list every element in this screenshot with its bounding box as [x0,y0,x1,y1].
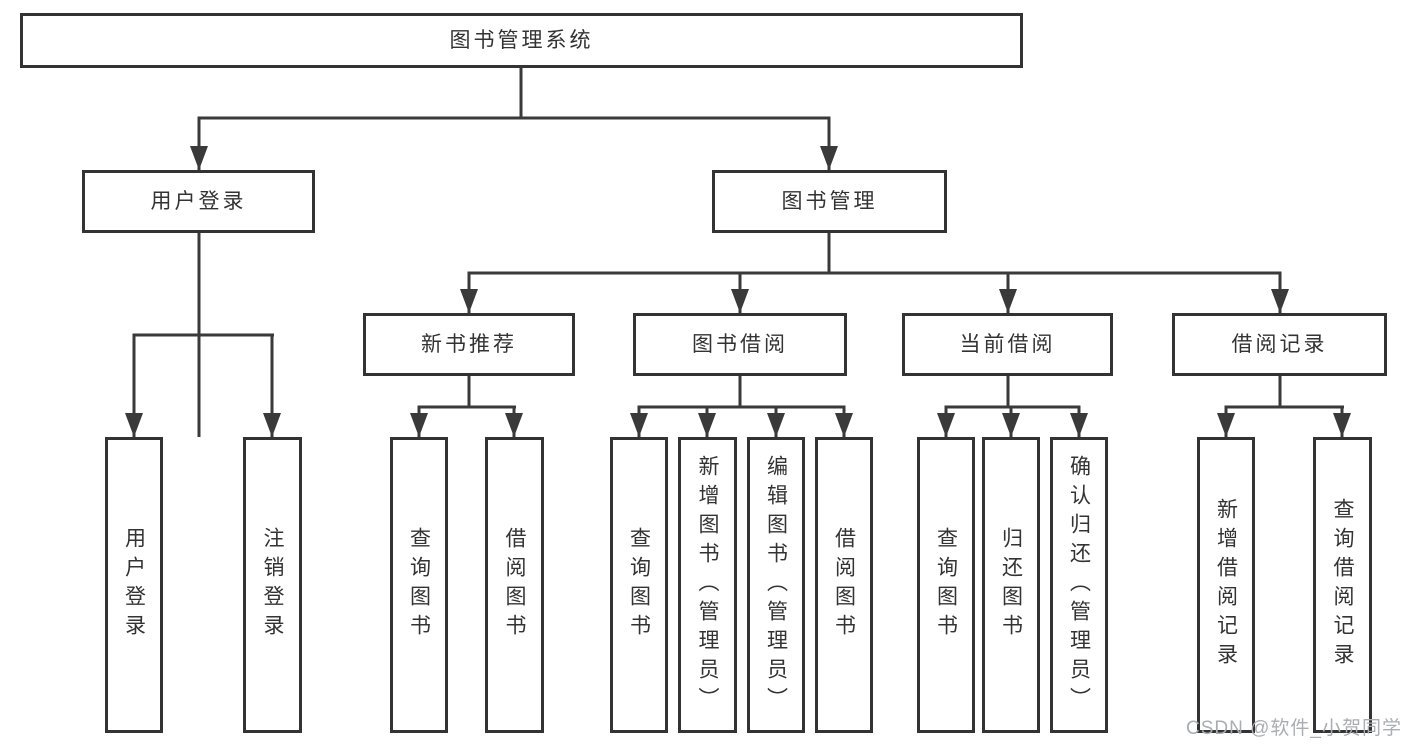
leaf-return-book: 归还图书 [982,437,1040,733]
leaf-query-book-3: 查询图书 [917,437,975,733]
leaf-query-borrow-record: 查询借阅记录 [1313,437,1372,733]
node-root: 图书管理系统 [20,13,1023,68]
node-book-borrow: 图书借阅 [633,313,847,376]
node-borrow-record: 借阅记录 [1172,313,1387,376]
node-new-book-recommend: 新书推荐 [363,313,575,376]
leaf-add-borrow-record: 新增借阅记录 [1197,437,1255,733]
leaf-logout: 注销登录 [243,437,302,733]
leaf-borrow-book-2: 借阅图书 [815,437,873,733]
leaf-borrow-book-1: 借阅图书 [485,437,544,733]
csdn-watermark: CSDN @软件_小贺同学 [1186,718,1402,739]
node-user-login: 用户登录 [82,170,315,233]
node-current-borrow: 当前借阅 [902,313,1113,376]
leaf-add-book-admin: 新增图书（管理员） [678,437,737,733]
leaf-edit-book-admin: 编辑图书（管理员） [747,437,805,733]
leaf-query-book-2: 查询图书 [610,437,668,733]
leaf-user-login: 用户登录 [105,437,163,733]
node-book-management: 图书管理 [712,170,947,233]
leaf-confirm-return-admin: 确认归还（管理员） [1050,437,1108,733]
leaf-query-book-1: 查询图书 [390,437,448,733]
